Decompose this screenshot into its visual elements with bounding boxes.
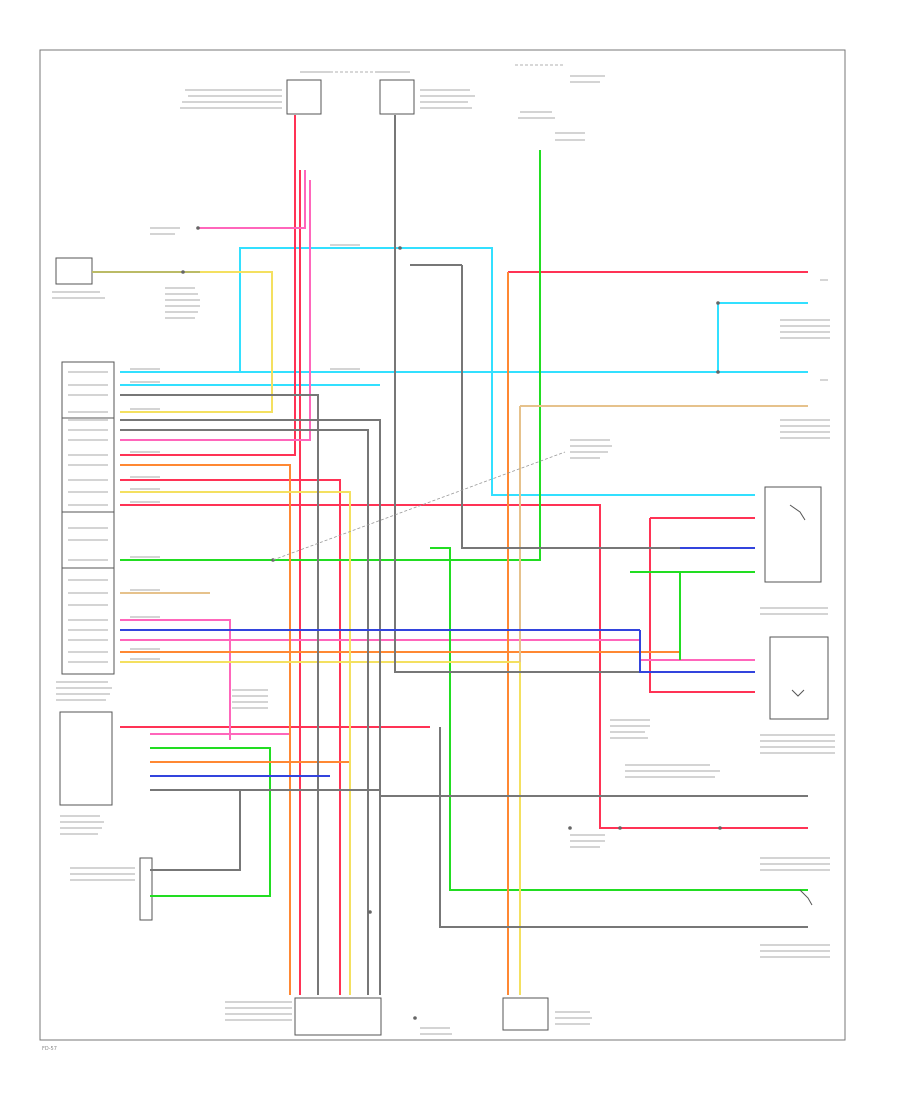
main-module-box <box>61 361 115 675</box>
relay-box <box>764 486 822 583</box>
lower-module-box <box>59 711 113 806</box>
seat-sensor-box <box>502 997 549 1031</box>
sensor-box <box>769 636 829 720</box>
component-boxes <box>55 79 829 1036</box>
clockspring-box <box>294 997 382 1036</box>
leader-lines <box>272 64 566 561</box>
fuse-box-left <box>286 79 322 115</box>
wires <box>92 115 808 995</box>
footer-code: FD-57 <box>42 1046 57 1052</box>
lower-left-connector <box>139 857 153 921</box>
diagram-frame <box>39 49 846 1041</box>
terminal-marks <box>181 226 722 1020</box>
illegible-labels <box>52 71 835 1035</box>
switch-symbols <box>789 504 813 906</box>
diagnostic-box <box>55 257 93 285</box>
fuse-box-right <box>379 79 415 115</box>
